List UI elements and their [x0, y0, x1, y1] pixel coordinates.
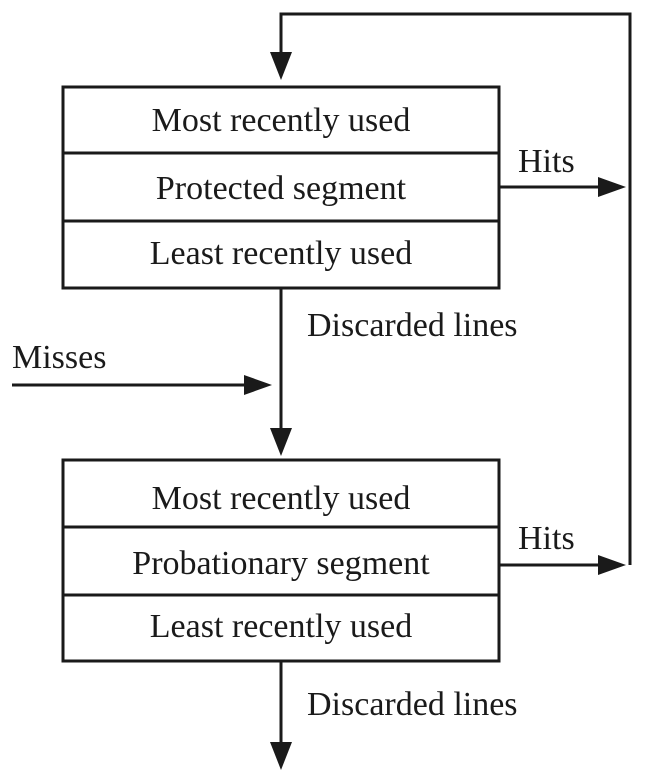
hits-feedback-loop [270, 12, 632, 565]
probationary-segment-box: Most recently used Probationary segment … [61, 458, 501, 663]
probationary-row-lru: Least recently used [150, 608, 412, 645]
discarded-arrowhead-top [270, 428, 292, 456]
discarded-label-bottom: Discarded lines [307, 686, 518, 723]
protected-row-mru: Most recently used [152, 102, 411, 139]
hits-arrowhead-top [598, 177, 626, 197]
hits-arrow-bottom: Hits [499, 520, 626, 575]
discarded-label-top: Discarded lines [307, 307, 518, 344]
hits-label-top: Hits [518, 143, 575, 180]
probationary-row-mru: Most recently used [152, 480, 411, 517]
protected-row-title: Protected segment [156, 170, 407, 207]
misses-arrow: Misses [12, 339, 272, 395]
hits-arrow-top: Hits [499, 143, 626, 197]
hits-label-bottom: Hits [518, 520, 575, 557]
feedback-arrowhead [270, 52, 292, 80]
misses-label: Misses [12, 339, 106, 376]
protected-row-lru: Least recently used [150, 235, 412, 272]
discarded-arrowhead-bottom [270, 742, 292, 770]
discarded-arrow-bottom: Discarded lines [270, 661, 518, 770]
misses-arrowhead [244, 375, 272, 395]
discarded-arrow-top: Discarded lines [270, 288, 518, 456]
feedback-path [279, 12, 632, 565]
probationary-row-title: Probationary segment [132, 545, 430, 582]
protected-segment-box: Most recently used Protected segment Lea… [61, 85, 501, 290]
hits-arrowhead-bottom [598, 555, 626, 575]
